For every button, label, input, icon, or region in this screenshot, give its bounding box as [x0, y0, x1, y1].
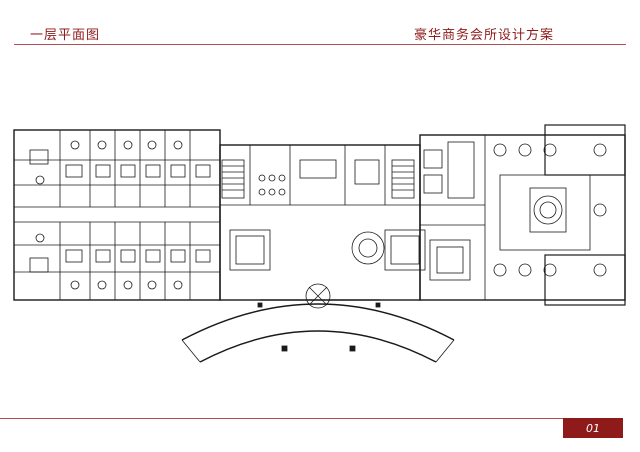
- header-rule: [14, 44, 626, 45]
- left-wing-outline: [13, 129, 221, 301]
- page-title: 一层平面图: [30, 28, 101, 43]
- footer-rule: [0, 418, 563, 419]
- stair-left: [221, 159, 245, 199]
- guest-rooms-bottom: [14, 222, 220, 300]
- page-number-badge: 01: [563, 418, 623, 438]
- entrance-canopy: [181, 303, 455, 341]
- guest-rooms-top: [14, 130, 220, 207]
- lobby: [229, 229, 426, 309]
- dining-tables: [429, 143, 607, 281]
- meeting-table: [447, 141, 475, 199]
- stair-right: [391, 159, 415, 199]
- right-wing-outline: [419, 134, 626, 301]
- banquet-hall: [499, 174, 591, 251]
- project-title: 豪华商务会所设计方案: [413, 28, 554, 43]
